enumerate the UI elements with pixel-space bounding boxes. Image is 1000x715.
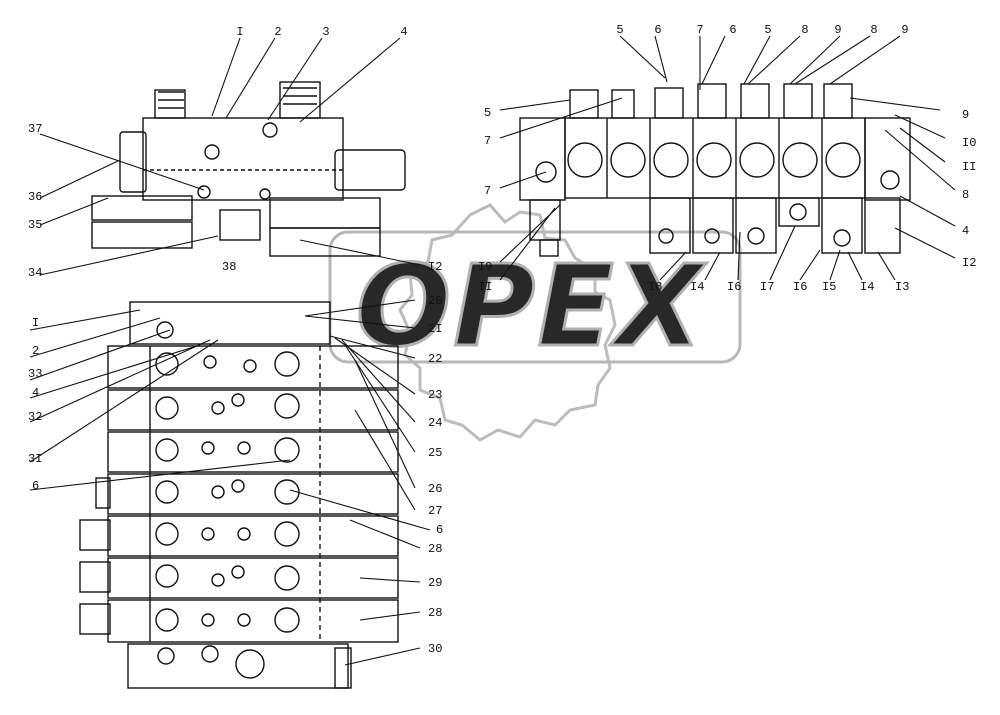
callout-label: 2 — [274, 25, 281, 39]
callout-label: I0 — [962, 136, 976, 150]
callout-label: 8 — [870, 23, 877, 37]
callout-label: 2I — [428, 322, 442, 336]
callout-label: 24 — [428, 416, 442, 430]
callout-label: 38 — [222, 260, 236, 274]
callout-label: 7 — [484, 184, 491, 198]
callout-label: 4 — [400, 25, 407, 39]
callout-label: II — [962, 160, 976, 174]
callout-label: 5 — [764, 23, 771, 37]
callout-label: 2 — [32, 344, 39, 358]
callout-label: 35 — [28, 218, 42, 232]
callout-label: 28 — [428, 606, 442, 620]
callout-label: 5 — [616, 23, 623, 37]
callout-label: I8 — [648, 280, 662, 294]
callout-label: 25 — [428, 446, 442, 460]
callout-label: 33 — [28, 367, 42, 381]
callout-label: I2 — [962, 256, 976, 270]
callout-label: I — [236, 25, 243, 39]
callout-label: 9 — [834, 23, 841, 37]
top-view-assembly — [91, 81, 406, 257]
callout-label: 34 — [28, 266, 42, 280]
callout-label: 30 — [428, 642, 442, 656]
callout-label: 20 — [428, 294, 442, 308]
callout-label: I4 — [690, 280, 704, 294]
callout-label: I3 — [895, 280, 909, 294]
callout-label: I7 — [760, 280, 774, 294]
callout-label: I6 — [793, 280, 807, 294]
callout-label: 3I — [28, 452, 42, 466]
gear-icon — [398, 203, 617, 442]
callout-label: 6 — [729, 23, 736, 37]
callout-label: 4 — [32, 386, 39, 400]
side-view-assembly — [519, 83, 911, 257]
callout-label: 37 — [28, 122, 42, 136]
callout-label: 6 — [32, 479, 39, 493]
watermark-text: OPEX — [356, 242, 707, 372]
callout-label: 28 — [428, 542, 442, 556]
callout-label: 8 — [962, 188, 969, 202]
callout-label: 6 — [436, 523, 443, 537]
callout-label: 9 — [962, 108, 969, 122]
watermark-band — [328, 230, 742, 364]
callout-label: 7 — [696, 23, 703, 37]
callout-label: 29 — [428, 576, 442, 590]
callout-label: 4 — [962, 224, 969, 238]
callout-label: 26 — [428, 482, 442, 496]
callout-label: 22 — [428, 352, 442, 366]
callout-label: 32 — [28, 410, 42, 424]
callout-label: I — [32, 316, 39, 330]
front-view-assembly — [79, 301, 399, 689]
callout-label: 27 — [428, 504, 442, 518]
callout-labels: I 2 3 4 37 36 35 34 38 I2 5 6 7 6 5 8 9 … — [28, 23, 976, 656]
callout-label: I2 — [428, 260, 442, 274]
callout-label: 3 — [322, 25, 329, 39]
callout-label: II — [478, 280, 492, 294]
callout-label: I9 — [478, 260, 492, 274]
callout-label: 5 — [484, 106, 491, 120]
callout-label: 6 — [654, 23, 661, 37]
callout-label: 36 — [28, 190, 42, 204]
callout-label: I6 — [727, 280, 741, 294]
leader-lines — [29, 35, 956, 666]
callout-label: 9 — [901, 23, 908, 37]
callout-label: 23 — [428, 388, 442, 402]
callout-label: I4 — [860, 280, 874, 294]
callout-label: I5 — [822, 280, 836, 294]
callout-label: 8 — [801, 23, 808, 37]
callout-label: 7 — [484, 134, 491, 148]
